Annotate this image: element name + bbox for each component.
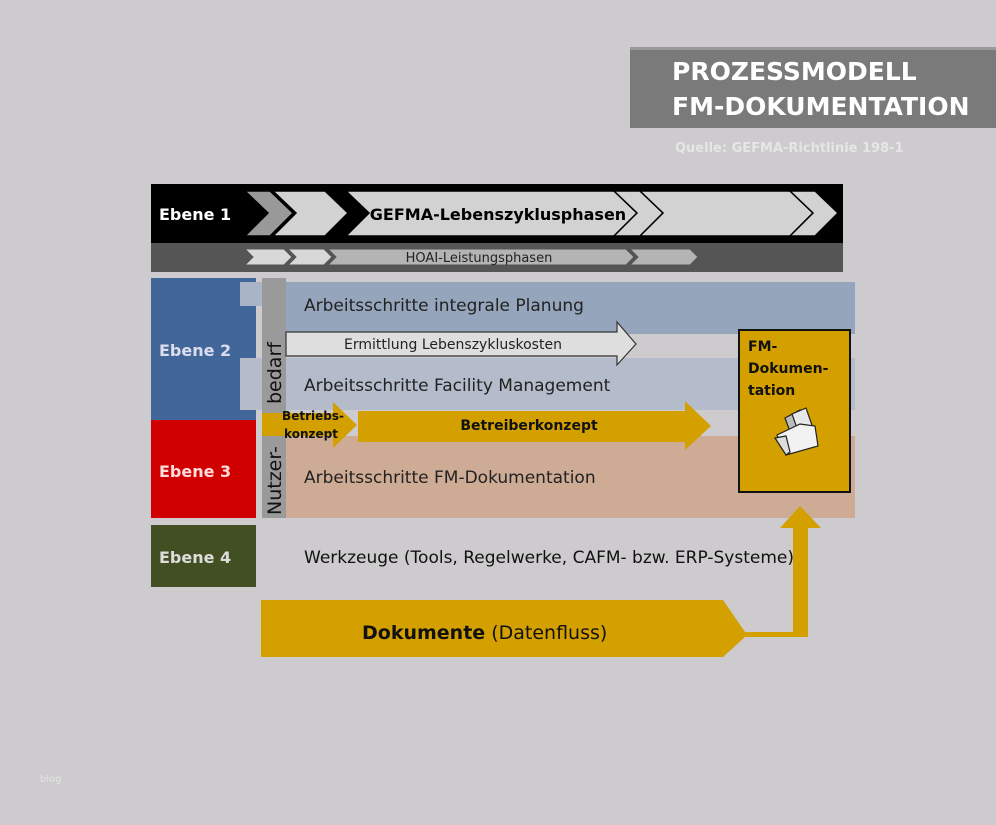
ebene3-block <box>151 420 256 518</box>
fm-label: Arbeitsschritte Facility Management <box>304 376 611 396</box>
title-line2: FM-DOKUMENTATION <box>672 92 970 121</box>
ebene2-block <box>151 278 256 420</box>
werkzeuge-label: Werkzeuge (Tools, Regelwerke, CAFM- bzw.… <box>304 548 794 568</box>
bedarf-label: bedarf <box>264 341 286 404</box>
gefma-label: GEFMA-Lebenszyklusphasen <box>370 205 626 224</box>
ebene4-block <box>151 525 256 587</box>
flow-label-bold: Dokumente <box>362 622 485 644</box>
data-flow-arrow <box>261 506 821 657</box>
flow-label: Dokumente (Datenfluss) <box>362 622 607 644</box>
nutzer-label: Nutzer- <box>264 446 286 515</box>
band-planung <box>286 282 855 334</box>
betreiberkonzept-arrow <box>358 401 711 450</box>
fmdoku-label: Arbeitsschritte FM-Dokumentation <box>304 468 596 488</box>
strip-1 <box>240 282 262 306</box>
gefma-chevrons <box>243 190 840 237</box>
betriebs-label-2: konzept <box>284 427 338 441</box>
planung-label: Arbeitsschritte integrale Planung <box>304 296 584 316</box>
hoai-label: HOAI-Leistungsphasen <box>406 251 553 266</box>
fmbox-line2: Dokumen- <box>748 361 829 377</box>
flow-label-normal: (Datenfluss) <box>485 622 607 644</box>
source-text: Quelle: GEFMA-Richtlinie 198-1 <box>675 141 904 156</box>
hoai-chevrons <box>243 248 699 266</box>
ebene3-label: Ebene 3 <box>159 462 231 481</box>
nutzerbedarf-bar <box>262 278 286 518</box>
lzk-arrow <box>285 320 637 367</box>
fm-documentation-box <box>738 329 851 493</box>
ebene1-label: Ebene 1 <box>159 205 231 224</box>
title-box-top <box>630 47 996 50</box>
fmbox-line1: FM- <box>748 339 777 355</box>
title-box <box>630 47 996 128</box>
betriebskonzept-arrow <box>262 402 357 448</box>
lzk-label: Ermittlung Lebenszykluskosten <box>344 337 562 353</box>
ebene2-label: Ebene 2 <box>159 341 231 360</box>
folder-documents-icon <box>774 407 819 456</box>
betriebs-label-1: Betriebs- <box>282 409 344 423</box>
title-line1: PROZESSMODELL <box>672 57 917 86</box>
fmbox-line3: tation <box>748 383 795 399</box>
watermark: blog <box>40 774 62 785</box>
betreiber-label: Betreiberkonzept <box>460 418 598 434</box>
strip-2 <box>240 358 262 410</box>
ebene4-label: Ebene 4 <box>159 548 231 567</box>
